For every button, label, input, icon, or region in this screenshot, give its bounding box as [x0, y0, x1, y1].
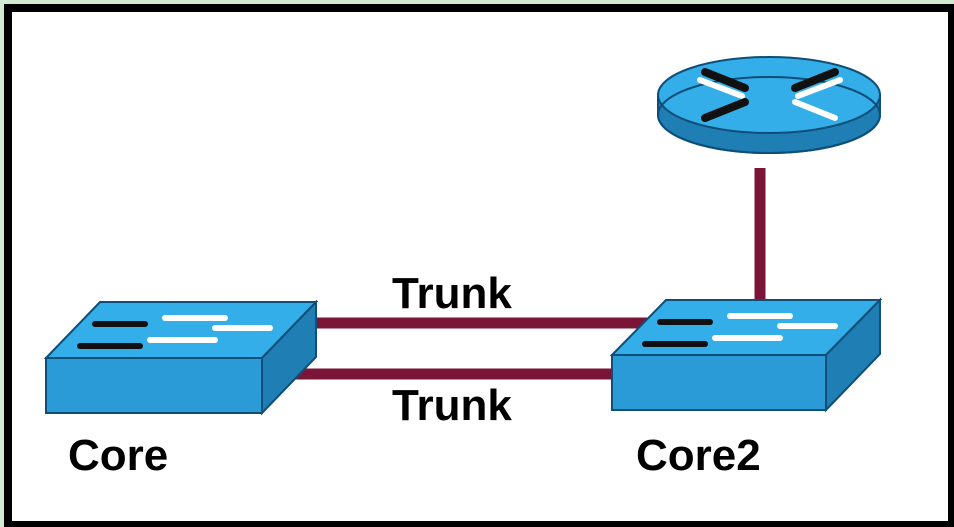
- core2-label: Core2: [636, 431, 761, 480]
- trunk-label-2: Trunk: [392, 381, 512, 430]
- switch-icon-core2[interactable]: [609, 297, 883, 413]
- router-icon[interactable]: [657, 56, 881, 154]
- links: [290, 168, 766, 380]
- trunk-label-1: Trunk: [392, 269, 512, 318]
- core-label: Core: [68, 431, 168, 480]
- switch-icon-core[interactable]: [43, 299, 319, 416]
